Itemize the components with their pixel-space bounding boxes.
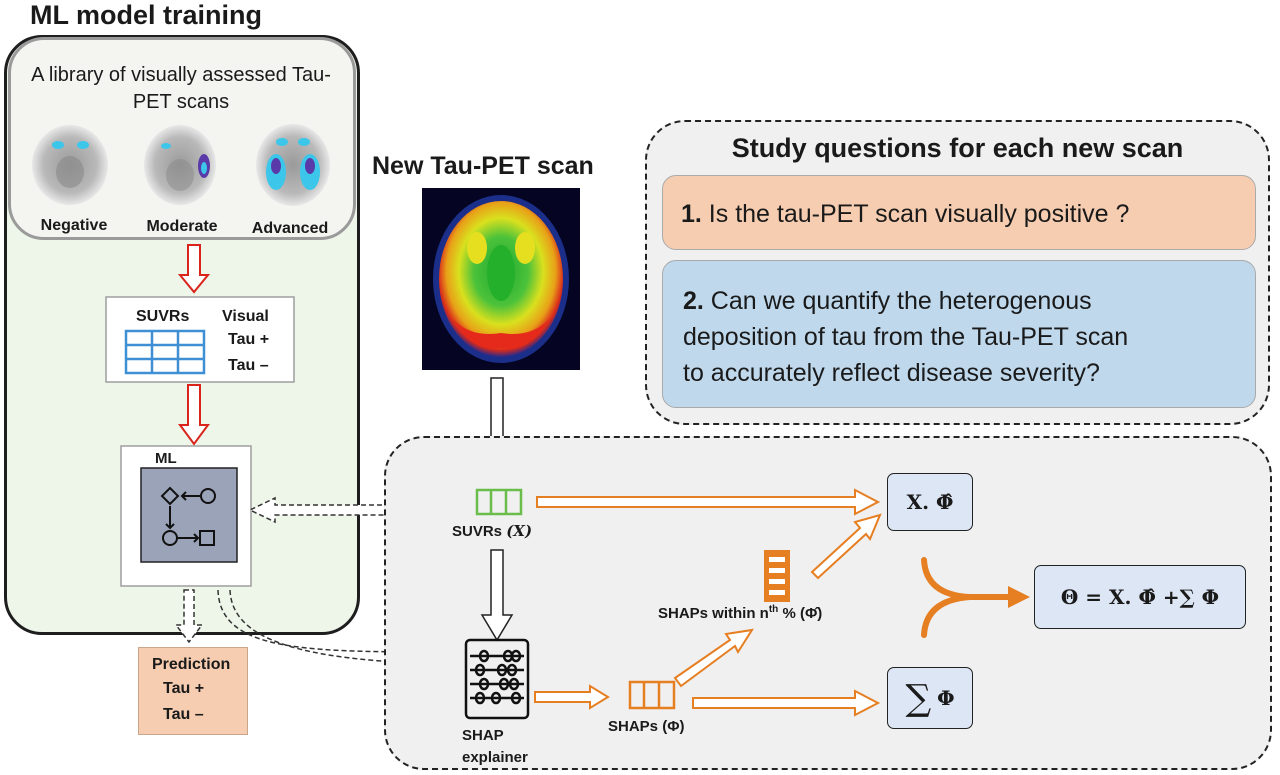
merge-arrow-head xyxy=(1008,586,1030,608)
prediction-box: Prediction Tau + Tau – xyxy=(138,647,248,735)
explainer-to-shaps-arrow xyxy=(534,684,610,710)
explainer-label: SHAP explainer xyxy=(462,727,528,766)
advanced-scan-image xyxy=(256,124,330,206)
training-title: ML model training xyxy=(30,0,263,30)
shaps-within-label: SHAPs within nth % (Φ̂) xyxy=(658,604,823,622)
suvrs-to-explainer-arrow xyxy=(480,549,514,642)
shap-explainer-icon xyxy=(464,638,530,720)
shaps-vector-icon xyxy=(628,680,676,710)
question-2-line3: to accurately reflect disease severity? xyxy=(683,359,1100,387)
suvrs-to-formula-arrow xyxy=(536,488,881,516)
question-2-line1: Can we quantify the heterogenous xyxy=(703,287,1092,315)
question-2-line2: deposition of tau from the Tau-PET scan xyxy=(683,323,1129,351)
ml-model-box xyxy=(140,467,238,563)
scan-label-moderate: Moderate xyxy=(146,218,218,235)
ml-label: ML xyxy=(155,450,177,467)
nth-to-formula-arrow xyxy=(810,513,882,580)
red-arrow-to-table xyxy=(177,244,211,294)
orange-arrows xyxy=(534,488,882,717)
new-pet-scan-image xyxy=(422,188,580,370)
suvrs-label: SUVRs (X) xyxy=(452,522,533,540)
moderate-scan-image xyxy=(144,125,216,205)
study-questions-title: Study questions for each new scan xyxy=(731,133,1184,163)
ml-flow-icon xyxy=(160,486,216,546)
question-2-number: 2. xyxy=(683,287,704,315)
table-col-visual: Visual xyxy=(222,308,269,325)
shaps-label: SHAPs (Φ) xyxy=(608,718,685,735)
prediction-label: Prediction xyxy=(152,656,231,673)
question-1-text: Is the tau-PET scan visually positive ? xyxy=(701,200,1130,228)
prediction-tau-neg: Tau – xyxy=(163,706,204,723)
ml-to-prediction-arrow xyxy=(174,589,204,644)
shaps-to-sum-arrow xyxy=(692,689,881,717)
formula-sum-phi: ∑Φ xyxy=(887,667,973,729)
red-arrow-to-ml xyxy=(178,384,210,446)
library-description: A library of visually assessed Tau-PET s… xyxy=(31,64,331,113)
merge-arrow xyxy=(921,557,1015,638)
table-row-tau-pos: Tau + xyxy=(228,331,270,348)
table-row-tau-neg: Tau – xyxy=(228,357,269,374)
shaps-to-nth-arrow xyxy=(673,628,755,688)
scan-label-advanced: Advanced xyxy=(251,220,329,237)
suvr-table-grid xyxy=(124,329,206,375)
question-2-box: 2. Can we quantify the heterogenous depo… xyxy=(662,260,1256,408)
question-1-number: 1. xyxy=(681,200,702,228)
formula-x-phi-hat: X. Φ̂ xyxy=(887,473,973,531)
formula-theta: Θ = X. Φ̂ +∑ Φ xyxy=(1034,565,1246,629)
scan-label-negative: Negative xyxy=(40,217,108,234)
question-1-box: 1. Is the tau-PET scan visually positive… xyxy=(662,175,1256,250)
prediction-tau-pos: Tau + xyxy=(163,680,205,697)
nth-shaps-icon xyxy=(764,550,790,602)
new-scan-title: New Tau-PET scan xyxy=(372,152,594,180)
table-col-suvrs: SUVRs xyxy=(136,308,190,325)
suvr-table-box xyxy=(105,296,295,383)
negative-scan-image xyxy=(32,125,108,205)
suvrs-vector-icon xyxy=(475,488,523,516)
